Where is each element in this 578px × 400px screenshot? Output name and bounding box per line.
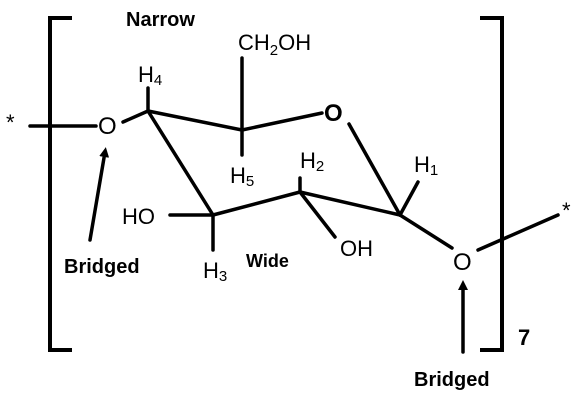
h1-atom: H1 (414, 152, 438, 179)
h4-atom: H4 (138, 62, 162, 89)
left-bracket (48, 16, 72, 352)
bond-c3-c4 (146, 109, 215, 217)
h3-symbol: H (203, 258, 219, 283)
ch2oh-oh: OH (278, 30, 311, 55)
right-bracket (480, 16, 504, 352)
bond-ring-oxygen-c1 (347, 122, 402, 217)
right-star: * (562, 198, 571, 223)
h3-sub: 3 (219, 268, 227, 285)
h3-atom: H3 (203, 258, 227, 285)
left-oxygen-atom: O (98, 113, 117, 140)
ch2oh-group: CH2OH (238, 30, 311, 59)
bond-c5-ring-oxygen (240, 111, 324, 132)
narrow-rim-label: Narrow (126, 9, 195, 31)
h5-symbol: H (230, 163, 246, 188)
h1-symbol: H (414, 152, 430, 177)
h1-sub: 1 (430, 162, 438, 179)
h2-sub: 2 (316, 158, 324, 175)
h4-sub: 4 (154, 72, 162, 89)
h4-symbol: H (138, 62, 154, 87)
wide-rim-label: Wide (246, 251, 289, 271)
left-bridged-arrow (88, 147, 110, 242)
ho-c3-group: HO (122, 204, 155, 229)
bond-left-oxygen-c4 (121, 109, 150, 124)
bond-right-oxygen-star (476, 213, 560, 252)
left-star: * (6, 110, 15, 135)
left-bridged-label: Bridged (64, 256, 140, 278)
ch2oh-ch: CH (238, 30, 270, 55)
right-bridged-label: Bridged (414, 369, 490, 391)
bond-c4-c5 (146, 109, 244, 132)
h2-atom: H2 (300, 148, 324, 175)
h5-sub: 5 (246, 173, 254, 190)
bond-c2-c3 (211, 190, 302, 217)
oh-c2-group: OH (340, 236, 373, 261)
ch2oh-sub: 2 (270, 42, 278, 59)
repeat-count: 7 (518, 325, 530, 350)
bond-c1-c2 (298, 190, 402, 217)
bond-c1-h1 (398, 180, 420, 217)
bond-c2-oh (298, 190, 337, 239)
right-oxygen-atom: O (453, 249, 472, 276)
bond-c1-right-oxygen (398, 213, 454, 250)
h2-symbol: H (300, 148, 316, 173)
ring-oxygen-atom: O (324, 100, 343, 127)
h5-atom: H5 (230, 163, 254, 190)
